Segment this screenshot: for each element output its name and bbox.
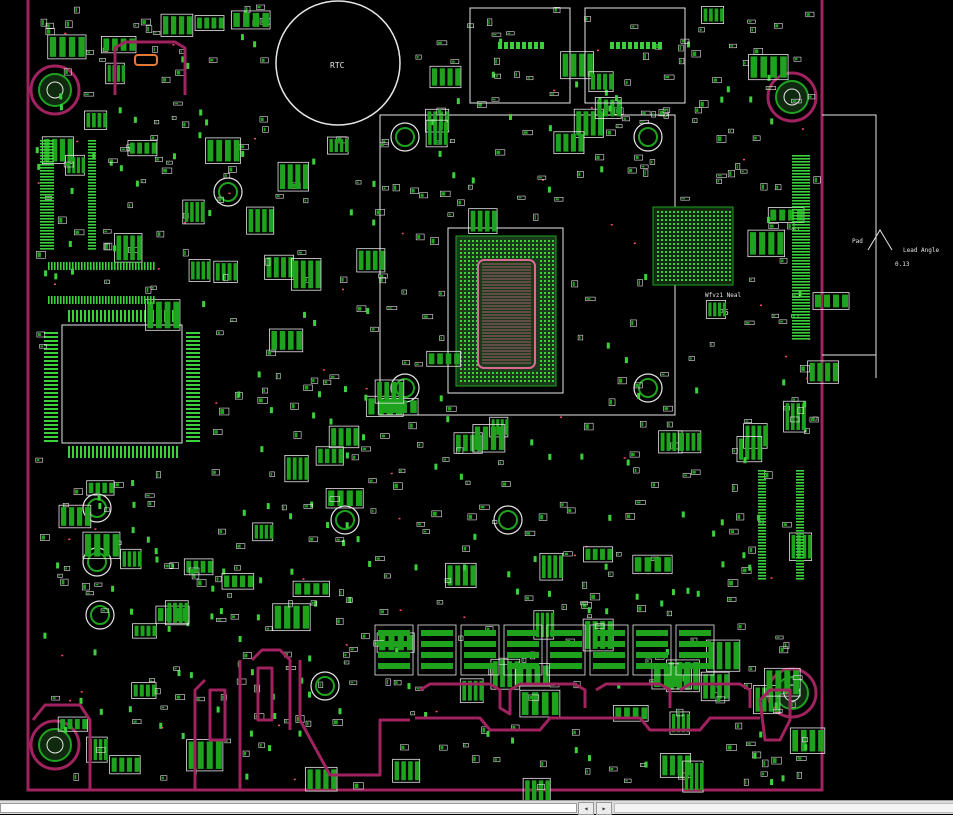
dimension-label: 0.13 <box>895 261 910 268</box>
scroll-right-button[interactable]: ▸ <box>596 802 612 815</box>
part-ref-label: Wfvz1 Neal <box>705 292 742 299</box>
magenta-traces <box>31 40 792 790</box>
cpu-die-lines <box>482 263 531 364</box>
bga-chip <box>652 206 734 286</box>
cpu-area <box>379 114 676 416</box>
scrollbar-track[interactable] <box>614 803 953 813</box>
board-outline <box>26 0 824 792</box>
scroll-left-button[interactable]: ◂ <box>578 802 594 815</box>
cpu-pad-grid <box>460 240 554 382</box>
connector-annotation: Pad Lead Angle 0.13 <box>822 114 940 378</box>
rtc-battery: RTC <box>275 0 401 126</box>
qfp-chip <box>44 310 200 458</box>
pad-label: Pad <box>852 238 863 245</box>
scrollbar-thumb[interactable] <box>0 803 577 813</box>
lead-angle-label: Lead Angle <box>903 247 940 254</box>
horizontal-scrollbar[interactable]: ◂ ▸ <box>0 800 953 815</box>
components <box>35 4 850 800</box>
rtc-label: RTC <box>330 61 345 70</box>
